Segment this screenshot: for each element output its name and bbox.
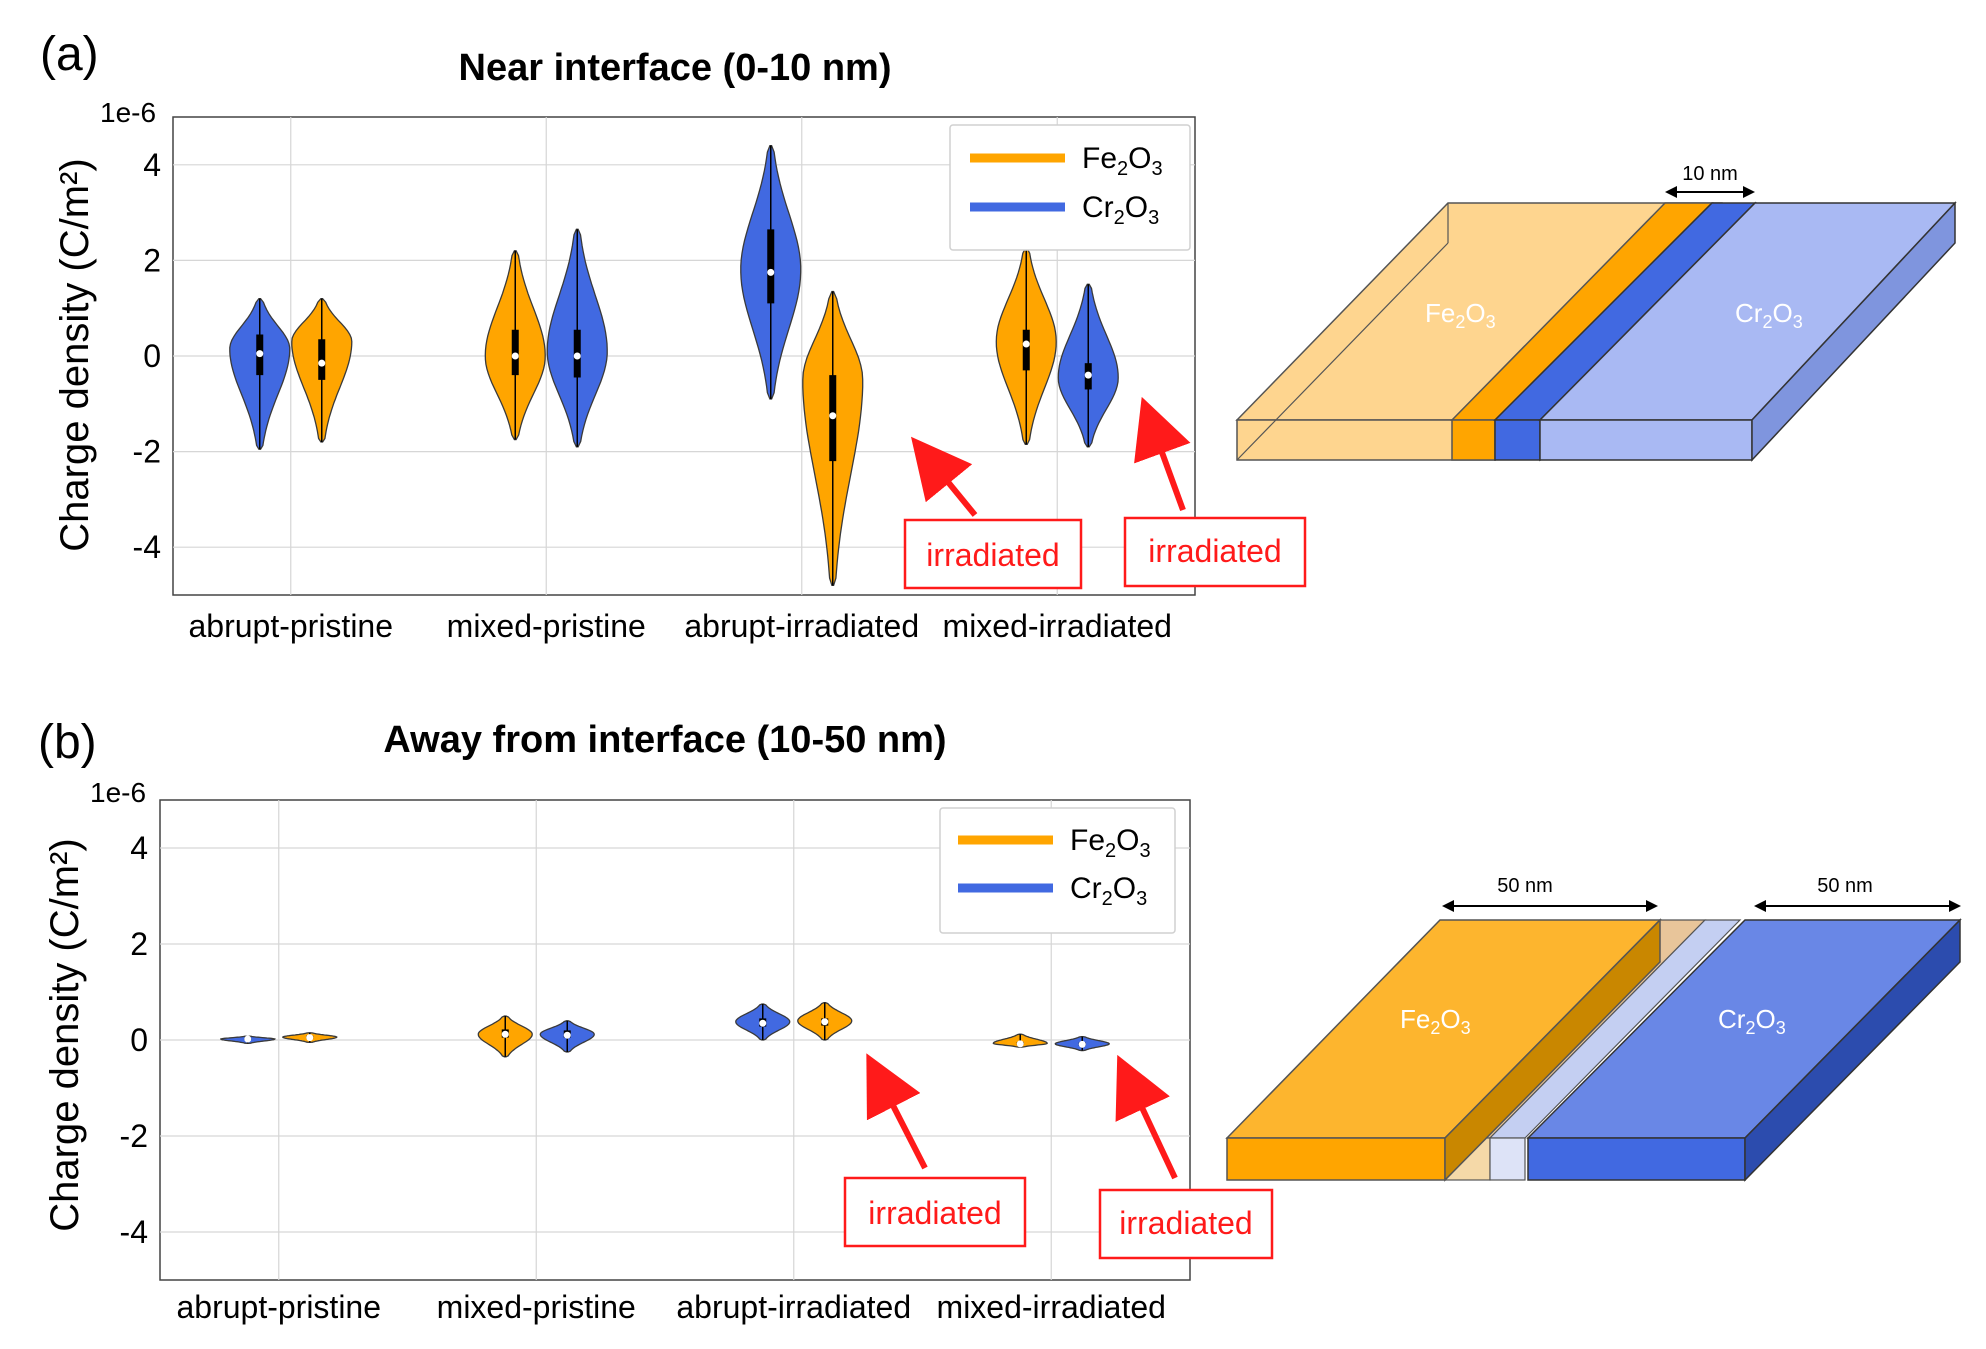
dim-arrowhead	[1754, 900, 1766, 912]
violin-median	[306, 1034, 314, 1042]
violin-median	[244, 1035, 252, 1043]
y-tick-label: 0	[130, 1022, 148, 1058]
violin-median	[767, 268, 775, 276]
panel-b-ylabel: Charge density (C/m²)	[43, 838, 87, 1231]
arrow	[1134, 396, 1191, 512]
panel-a: (a) Near interface (0-10 nm) 1e-6 Charge…	[40, 28, 1957, 644]
arrow	[1115, 1054, 1178, 1180]
y-tick-label: -2	[120, 1118, 148, 1154]
annotation-text: irradiated	[868, 1195, 1001, 1231]
cr2o3-slab-front	[1539, 419, 1753, 461]
dim-arrowhead	[1743, 186, 1755, 198]
legend-label-fe2o3: Fe2O3	[1082, 142, 1163, 180]
fe2o3-interface-front	[1451, 419, 1496, 461]
panel-a-legend: Fe2O3 Cr2O3	[949, 124, 1191, 251]
panel-a-annotation-1: irradiated	[903, 436, 1083, 590]
y-tick-label: 2	[143, 242, 161, 278]
violin-median	[821, 1018, 829, 1026]
annotation-text: irradiated	[1119, 1205, 1252, 1241]
cr2o3-interface-front	[1494, 419, 1541, 461]
dim-arrowhead	[1646, 900, 1658, 912]
annotation-text: irradiated	[1148, 533, 1281, 569]
violin-median	[1078, 1040, 1086, 1048]
x-tick-label: abrupt-irradiated	[676, 1289, 911, 1325]
violin-median	[256, 350, 264, 358]
dim-label: 10 nm	[1682, 163, 1738, 185]
violin-median	[511, 352, 519, 360]
arrow	[911, 436, 978, 517]
panel-a-annotation-2: irradiated	[1123, 396, 1307, 588]
panel-b-slab: Fe2O3 Cr2O3 50 nm 50 nm	[1225, 875, 1962, 1182]
annotation-box	[843, 1176, 1027, 1248]
cr2o3-slab-front	[1527, 1137, 1746, 1181]
panel-b-annotation-1: irradiated	[843, 1053, 1027, 1248]
gap-front-blue	[1489, 1137, 1526, 1181]
panel-b-annotation-2: irradiated	[1098, 1054, 1274, 1260]
violin-median	[829, 412, 837, 420]
x-tick-label: abrupt-pristine	[176, 1289, 381, 1325]
panel-b-title: Away from interface (10-50 nm)	[383, 719, 946, 761]
panel-b-exponent: 1e-6	[90, 777, 146, 808]
y-tick-label: 4	[130, 830, 148, 866]
x-tick-label: mixed-irradiated	[943, 608, 1172, 644]
y-tick-label: 2	[130, 926, 148, 962]
y-tick-label: -2	[133, 434, 161, 470]
legend-frame	[949, 124, 1191, 251]
legend-frame	[939, 807, 1176, 934]
panel-b: (b) Away from interface (10-50 nm) 1e-6 …	[38, 716, 1962, 1325]
dim-arrowhead	[1949, 900, 1961, 912]
panel-a-label: (a)	[40, 28, 99, 81]
violin-median	[501, 1030, 509, 1038]
annotation-box	[1123, 516, 1307, 588]
fe2o3-slab-side	[1444, 918, 1661, 1182]
x-tick-label: mixed-pristine	[437, 1289, 636, 1325]
violin-median	[759, 1019, 767, 1027]
dim-arrowhead	[1442, 900, 1454, 912]
panel-b-legend: Fe2O3 Cr2O3	[939, 807, 1176, 934]
violin-median	[1022, 340, 1030, 348]
slab-label-cr2o3: Cr2O3	[1718, 1004, 1786, 1038]
panel-b-label: (b)	[38, 716, 97, 769]
slab-edge	[1236, 242, 1449, 461]
y-tick-label: 4	[143, 147, 161, 183]
y-tick-label: -4	[133, 529, 161, 565]
cr2o3-slab-side	[1744, 918, 1961, 1182]
panel-a-title: Near interface (0-10 nm)	[459, 47, 892, 89]
panel-a-slab: Fe2O3 Cr2O3 10 nm	[1235, 163, 1957, 462]
x-tick-label: abrupt-pristine	[188, 608, 393, 644]
panel-a-ylabel: Charge density (C/m²)	[53, 158, 97, 551]
violin-median	[1084, 371, 1092, 379]
arrow	[866, 1053, 928, 1170]
violin-median	[1016, 1040, 1024, 1048]
dim-label-left: 50 nm	[1497, 875, 1553, 897]
annotation-box	[1098, 1188, 1274, 1260]
legend-label-cr2o3: Cr2O3	[1082, 191, 1159, 229]
panel-a-exponent: 1e-6	[100, 97, 156, 128]
y-tick-label: 0	[143, 338, 161, 374]
x-tick-label: mixed-irradiated	[937, 1289, 1166, 1325]
y-tick-label: -4	[120, 1214, 148, 1250]
annotation-box	[903, 518, 1083, 590]
violin-median	[573, 352, 581, 360]
dim-arrowhead	[1665, 186, 1677, 198]
dim-label-right: 50 nm	[1817, 875, 1873, 897]
violin-median	[563, 1031, 571, 1039]
violin-median	[318, 359, 326, 367]
x-tick-label: mixed-pristine	[447, 608, 646, 644]
fe2o3-slab-front	[1226, 1137, 1446, 1181]
annotation-text: irradiated	[926, 537, 1059, 573]
cr2o3-slab-side	[1751, 201, 1956, 462]
x-tick-label: abrupt-irradiated	[684, 608, 919, 644]
